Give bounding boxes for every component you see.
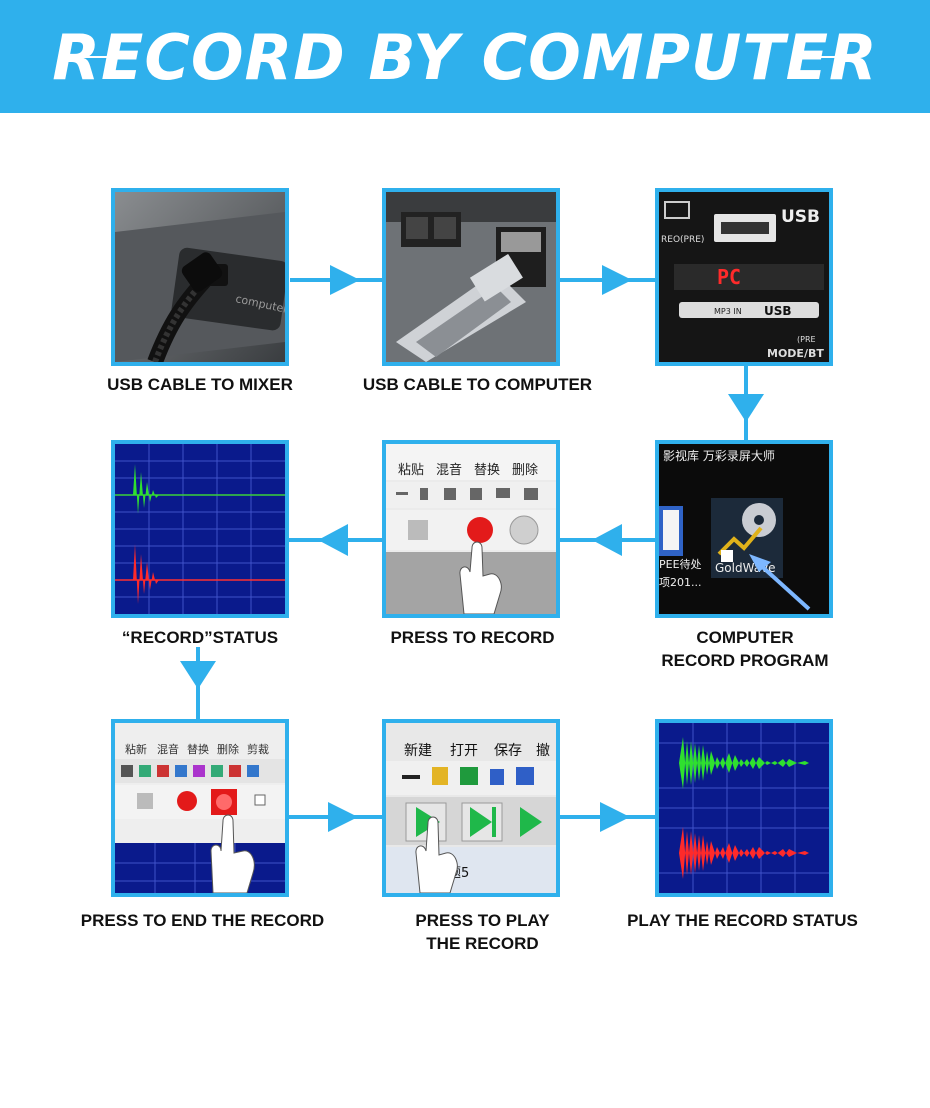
step-5-caption: PRESS TO RECORD [390,628,555,647]
svg-text:PEE待处: PEE待处 [659,557,702,571]
header-rule-left [68,56,120,58]
step-1-image: computer [111,188,289,366]
svg-text:替换: 替换 [187,742,209,756]
svg-text:(PRE: (PRE [797,335,816,344]
step-4-caption-line-1: COMPUTER [696,628,794,647]
svg-text:混音: 混音 [436,462,462,478]
svg-text:保存: 保存 [494,743,522,759]
svg-text:打开: 打开 [450,742,478,759]
header-rule-right [808,56,860,58]
svg-text:撤: 撤 [536,743,550,759]
arrow-left-1 [286,524,386,556]
step-3-image: REO(PRE) USB PC MP3 IN USB (PRE MODE/BT [655,188,833,366]
step-8-caption-line-1: PRESS TO PLAY [415,911,550,930]
step-8-caption-line-2: THE RECORD [426,934,539,953]
arrow-right-1 [290,265,382,295]
step-7-image: 粘新 混音 替换 删除 剪裁 [111,719,289,897]
step-2-image [382,188,560,366]
svg-text:USB: USB [764,304,792,318]
step-9-caption: PLAY THE RECORD STATUS [627,911,858,930]
svg-text:替换: 替换 [474,463,500,478]
page-title: RECORD BY COMPUTER [52,21,878,94]
svg-text:新建: 新建 [404,743,432,759]
svg-text:USB: USB [781,207,820,227]
step-7-caption: PRESS TO END THE RECORD [80,911,325,930]
svg-text:MODE/BT: MODE/BT [767,347,824,360]
svg-text:剪裁: 剪裁 [247,742,269,756]
step-4-image: 影视库 万彩录屏大师 PEE待处 项201... GoldWave [655,440,833,618]
svg-text:粘新: 粘新 [125,742,147,756]
step-6-image [111,440,289,618]
step-8-image: 新建 打开 保存 撤 题5 [382,719,560,897]
step-2-caption: USB CABLE TO COMPUTER [362,375,593,394]
step-6-caption: “RECORD”STATUS [121,628,279,647]
svg-text:PC: PC [717,265,741,289]
svg-text:删除: 删除 [217,742,239,756]
step-8-caption: PRESS TO PLAY THE RECORD [370,909,595,955]
svg-text:MP3 IN: MP3 IN [714,307,742,316]
svg-text:项201...: 项201... [659,576,702,589]
svg-text:删除: 删除 [512,463,538,478]
step-5-image: 粘贴 混音 替换 删除 [382,440,560,618]
svg-text:REO(PRE): REO(PRE) [661,235,704,245]
arrow-right-2 [560,265,656,295]
step-4-caption: COMPUTER RECORD PROGRAM [630,626,860,672]
arrow-right-3 [288,802,384,832]
svg-text:影视库 万彩录屏大师: 影视库 万彩录屏大师 [663,448,775,463]
arrow-down-1 [728,366,764,442]
header-banner: RECORD BY COMPUTER [0,0,930,113]
arrow-right-4 [558,802,656,832]
step-4-caption-line-2: RECORD PROGRAM [661,651,829,670]
step-9-image [655,719,833,897]
arrow-left-2 [556,524,656,556]
svg-text:混音: 混音 [157,742,179,756]
arrow-down-2 [180,647,216,723]
svg-text:粘贴: 粘贴 [398,463,424,478]
step-1-caption: USB CABLE TO MIXER [107,375,293,394]
